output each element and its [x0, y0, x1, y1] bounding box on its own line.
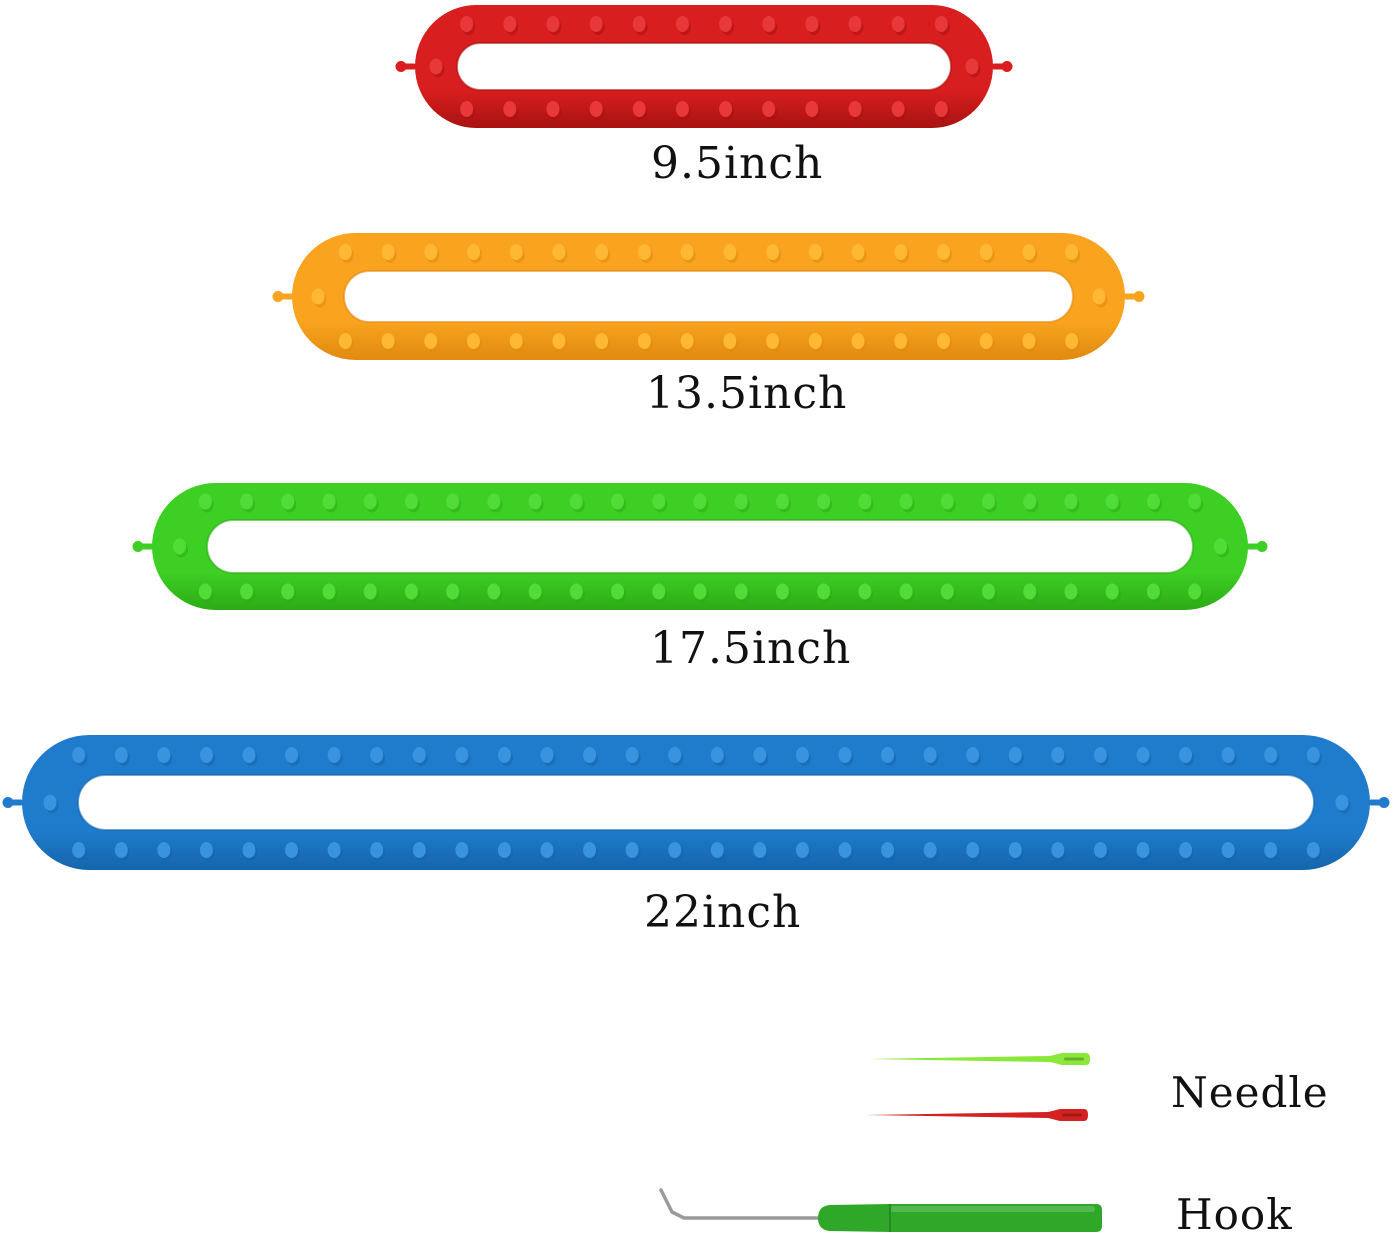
needle-green — [868, 1053, 1090, 1065]
loom-red — [395, 5, 1013, 128]
latch-hook — [659, 1188, 1102, 1232]
loom-size-label-blue: 22inch — [644, 887, 802, 938]
needle-label: Needle — [1171, 1068, 1329, 1117]
loom-orange — [272, 233, 1145, 360]
loom-size-label-orange: 13.5inch — [646, 368, 848, 419]
loom-green — [132, 483, 1268, 610]
loom-blue — [2, 734, 1390, 870]
loom-size-label-green: 17.5inch — [650, 623, 852, 674]
needle-red — [866, 1109, 1088, 1121]
hook-label: Hook — [1176, 1190, 1293, 1239]
loom-size-label-red: 9.5inch — [651, 138, 824, 189]
